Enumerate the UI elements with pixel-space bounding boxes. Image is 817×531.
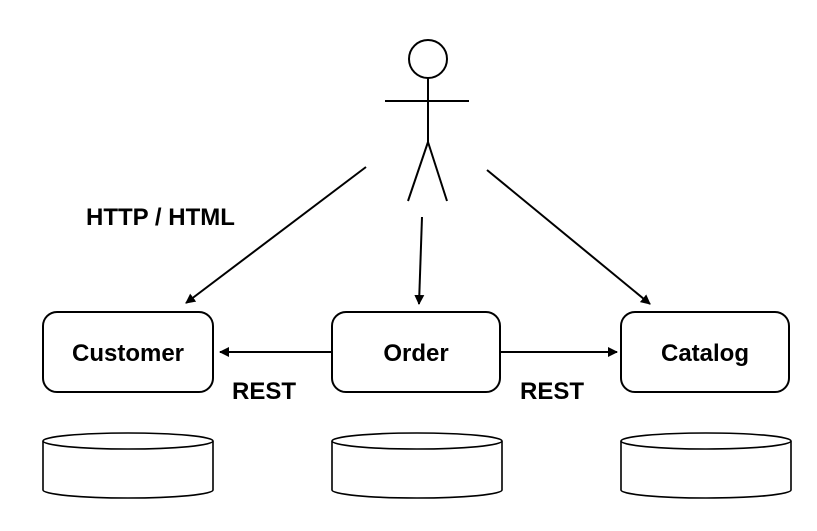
actor-right-leg [427,141,448,202]
order-label: Order [383,340,448,367]
rest-label-left: REST [232,378,296,405]
order-database-icon [331,432,503,499]
user-actor-icon [385,39,469,202]
edge-actor-to-customer [185,166,367,304]
actor-head [408,39,448,79]
rest-label-right: REST [520,378,584,405]
catalog-database-icon [620,432,792,499]
customer-node: Customer [42,311,214,393]
customer-label: Customer [72,340,184,367]
catalog-node: Catalog [620,311,790,393]
edge-actor-to-catalog [486,169,651,305]
catalog-label: Catalog [661,340,749,367]
edge-actor-to-order [414,216,425,305]
actor-left-leg [407,141,429,202]
http-html-label: HTTP / HTML [86,204,235,231]
order-node: Order [331,311,501,393]
customer-database-icon [42,432,214,499]
